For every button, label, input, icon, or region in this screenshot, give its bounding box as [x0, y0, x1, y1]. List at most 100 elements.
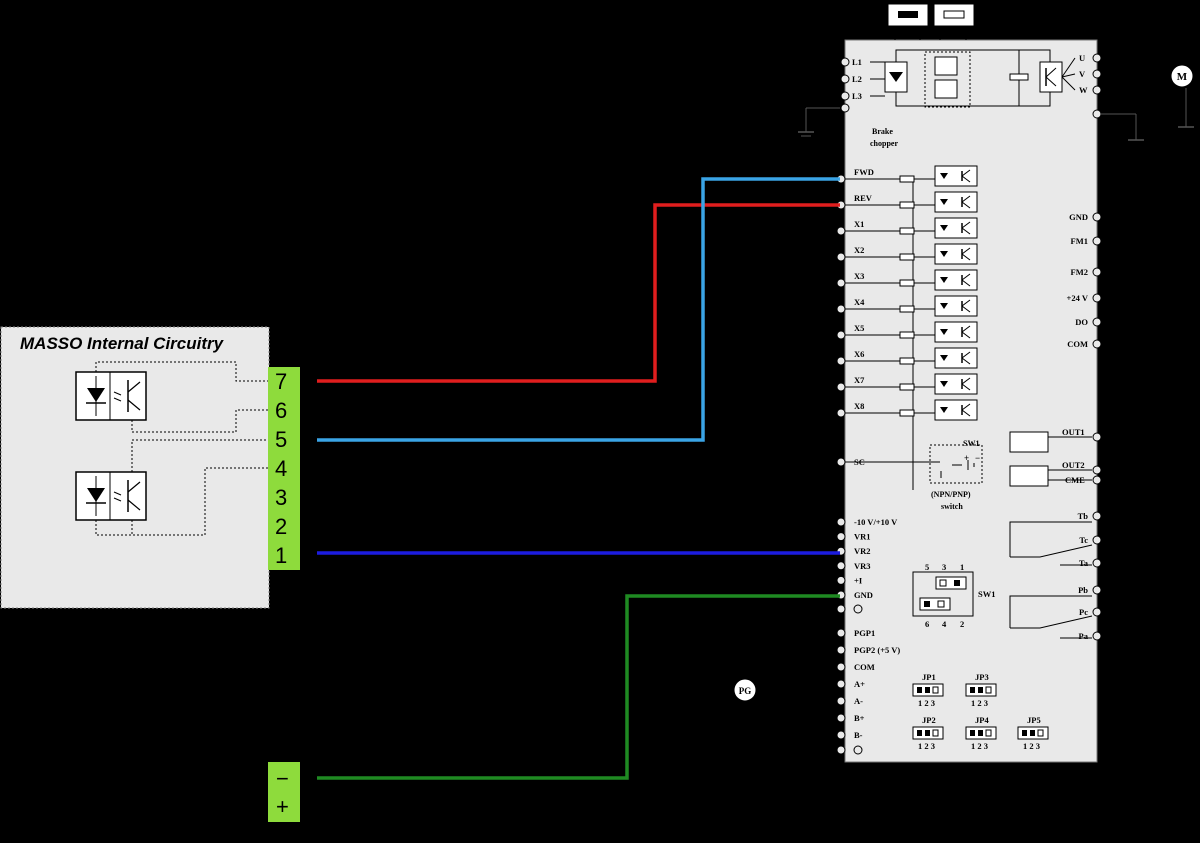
input-resistor — [899, 227, 915, 235]
sw1-top-number: 1 — [960, 562, 964, 572]
motor-terminal-label: V — [1079, 69, 1086, 79]
jumper-label-jp5: JP5 — [1027, 715, 1041, 725]
input-label-x6: X6 — [854, 349, 864, 359]
input-label-x5: X5 — [854, 323, 864, 333]
relay-terminal-tc — [1092, 535, 1102, 545]
encoder-label: A+ — [854, 679, 865, 689]
encoder-label: A- — [854, 696, 863, 706]
connector-pin-4-socket — [300, 460, 316, 476]
ground-terminal-in — [840, 103, 850, 113]
input-label-x3: X3 — [854, 271, 864, 281]
right-terminal — [1092, 236, 1102, 246]
encoder-label: B- — [854, 730, 863, 740]
encoder-terminal — [836, 730, 846, 740]
encoder-shield-terminal — [836, 745, 846, 755]
right-terminal-label: COM — [1067, 339, 1088, 349]
supply-terminal-label: L3 — [852, 91, 862, 101]
encoder-section: External encoder interface for speed fee… — [645, 628, 900, 755]
bus-terminal-label: P1 — [881, 30, 890, 39]
analog-terminal — [836, 532, 846, 542]
connector-pin-2-socket — [300, 518, 316, 534]
jumper-pins: 1 2 3 — [918, 741, 935, 751]
analog-terminal — [836, 575, 846, 585]
wire-pin7-rev — [317, 203, 840, 383]
jumper-label-jp3: JP3 — [975, 672, 989, 682]
connector-pin-6: 6 — [275, 398, 287, 423]
input-optocoupler — [934, 269, 978, 291]
motor-label: M — [1177, 71, 1188, 83]
right-terminal-label: FM1 — [1071, 236, 1088, 246]
brake-chopper-box — [924, 51, 971, 108]
input-terminal-x4 — [836, 304, 846, 314]
analog-label: GND — [854, 590, 873, 600]
motor-terminal — [1092, 53, 1102, 63]
mains-switch-label: Mains switch — [763, 40, 809, 49]
supply-terminal-label: L2 — [852, 74, 862, 84]
supply-terminal-label: L1 — [852, 57, 862, 67]
input-resistor — [899, 253, 915, 261]
connector-pin-1: 1 — [275, 543, 287, 568]
analog-label: VR2 — [854, 546, 871, 556]
cme-label: CME — [1065, 475, 1085, 485]
input-terminal-x3 — [836, 278, 846, 288]
sc-terminal — [836, 457, 846, 467]
phase-in-label: L1 — [730, 58, 739, 67]
cme-terminal — [1092, 475, 1102, 485]
right-terminal — [1092, 317, 1102, 327]
input-optocoupler — [934, 191, 978, 213]
encoder-terminal — [836, 662, 846, 672]
masso-panel: MASSO Internal Circuitry — [0, 326, 270, 609]
encoder-label: B+ — [854, 713, 865, 723]
supply-label-2: (50/60 Hz) — [664, 81, 700, 90]
input-optocoupler — [934, 243, 978, 265]
analog-label: VR1 — [854, 532, 871, 542]
connector-pin-7-socket — [300, 373, 316, 389]
encoder-terminal — [836, 713, 846, 723]
brake-chopper-label-2: chopper — [870, 139, 898, 148]
encoder-note-1: External encoder — [645, 672, 701, 681]
relay-label-pc: Pc — [1079, 607, 1088, 617]
masso-optocoupler-1 — [75, 371, 147, 421]
input-resistor — [899, 201, 915, 209]
brake-chopper-label-1: Brake — [872, 127, 893, 136]
encoder-terminal — [836, 679, 846, 689]
connector-pin-3: 3 — [275, 485, 287, 510]
analog-terminal — [836, 517, 846, 527]
ground-terminal-out — [1092, 109, 1102, 119]
bus-terminal-label: (−) — [972, 30, 982, 39]
input-resistor — [899, 175, 915, 183]
relay-terminal-pc — [1092, 607, 1102, 617]
supply-terminal — [840, 74, 850, 84]
connector-pin-5: 5 — [275, 427, 287, 452]
input-optocoupler — [934, 373, 978, 395]
input-label-x8: X8 — [854, 401, 864, 411]
masso-panel-box — [0, 326, 270, 609]
relay-label-tc: Tc — [1079, 535, 1088, 545]
sw1-bottom-number: 6 — [925, 619, 929, 629]
relay-label-pa: Pa — [1079, 631, 1089, 641]
out2-terminal — [1092, 465, 1102, 475]
relay-label-ta: Ta — [1079, 558, 1089, 568]
encoder-terminal — [836, 645, 846, 655]
input-optocoupler — [934, 217, 978, 239]
ground-icon — [853, 745, 863, 755]
pg-label: PG — [739, 686, 752, 696]
right-terminal-label: +24 V — [1067, 293, 1089, 303]
sw1-input-label: SW1 — [963, 439, 979, 448]
connector-pin-6-socket — [300, 402, 316, 418]
input-resistor — [899, 409, 915, 417]
relay-label-tb: Tb — [1078, 511, 1089, 521]
npn-minus: − — [975, 453, 980, 463]
top-components: External DC choke External brake resisto… — [807, 3, 1058, 40]
jumper-pins: 1 2 3 — [971, 698, 988, 708]
supply-terminal — [840, 91, 850, 101]
right-terminal-label: GND — [1069, 212, 1088, 222]
dc-choke-label: External DC choke — [807, 9, 873, 18]
masso-title: MASSO Internal Circuitry — [20, 334, 225, 353]
connector-pin-2: 2 — [275, 514, 287, 539]
encoder-cable-shield — [801, 645, 817, 751]
power-pin-minus: − — [276, 766, 289, 791]
jumper-pins: 1 2 3 — [971, 741, 988, 751]
power-connector: −+ — [268, 762, 316, 822]
